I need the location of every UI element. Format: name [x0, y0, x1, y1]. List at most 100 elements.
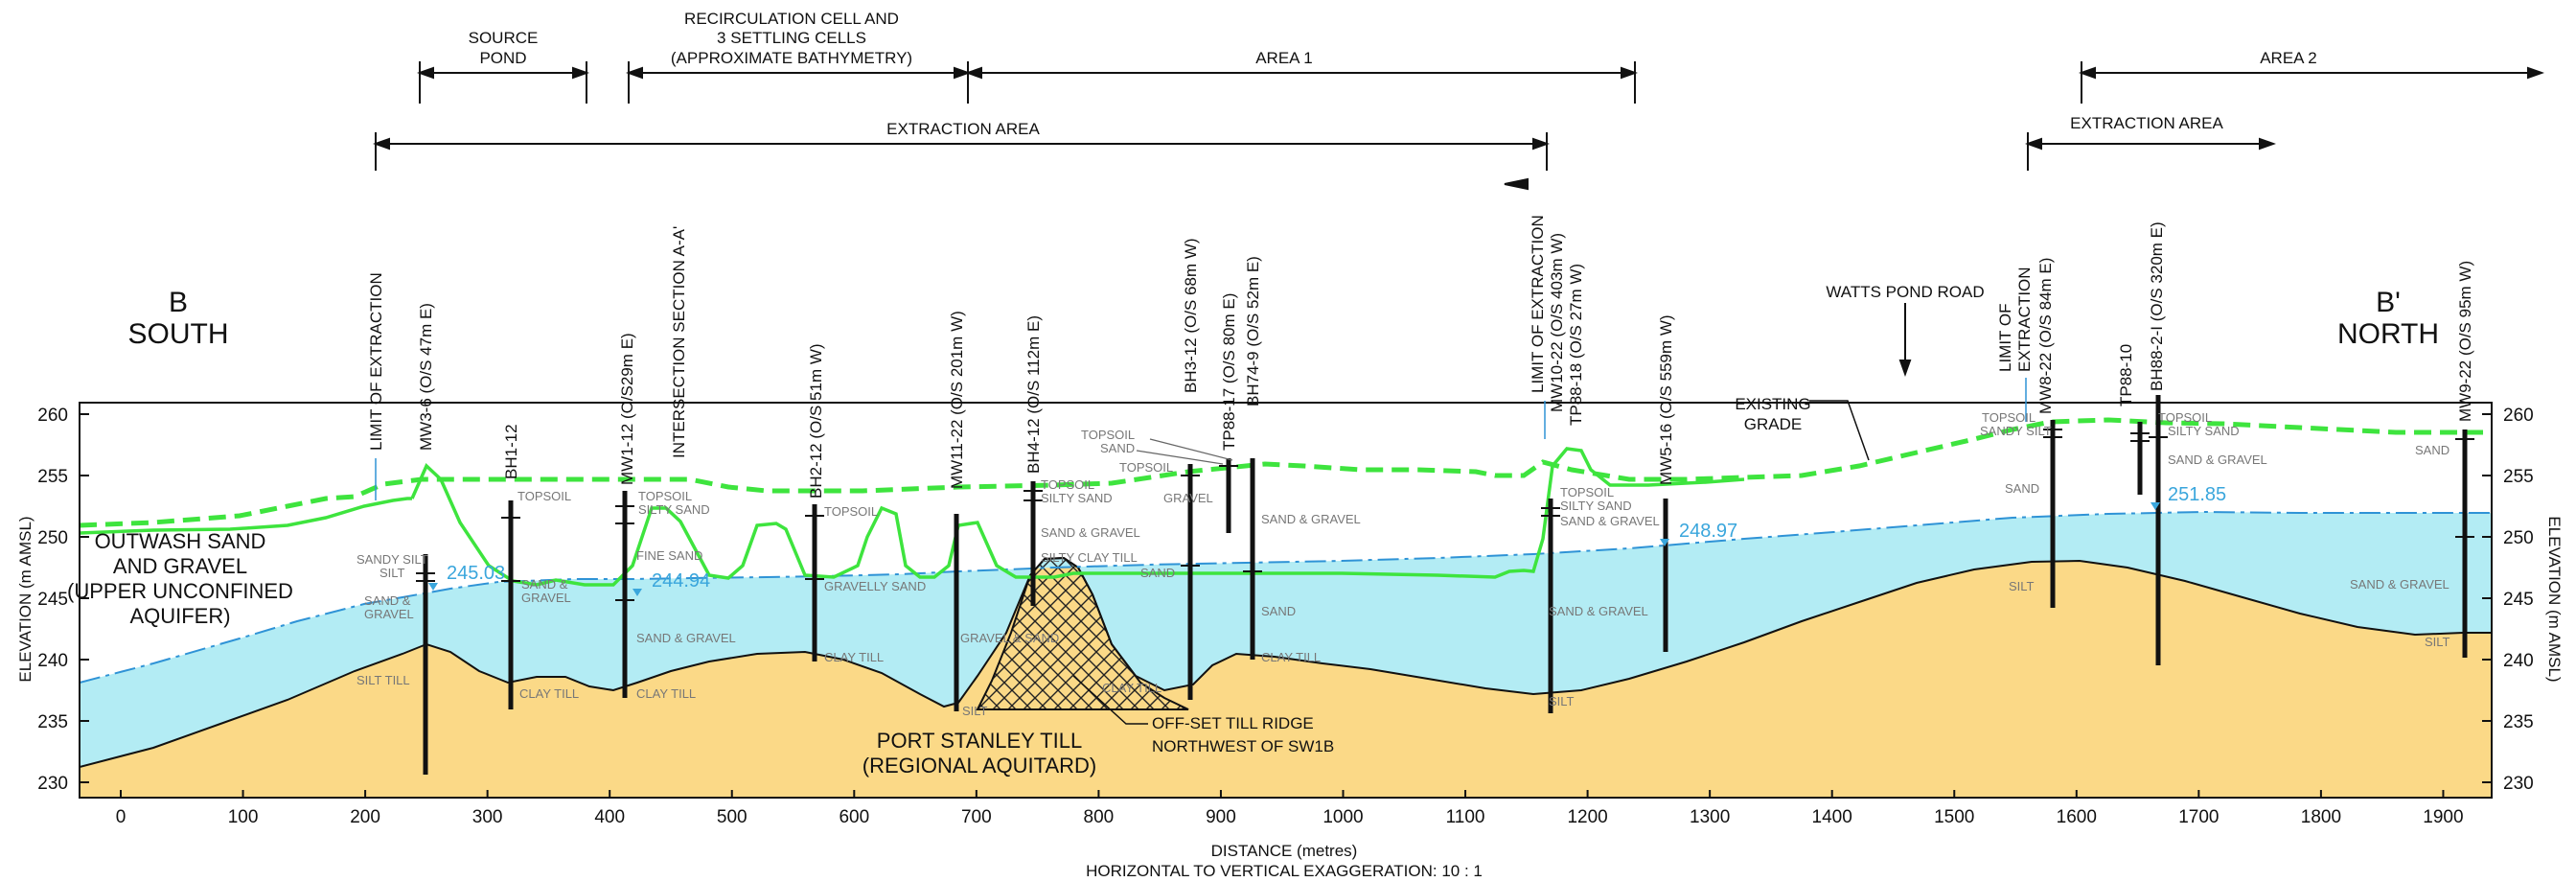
- recirc-label-3: (APPROXIMATE BATHYMETRY): [671, 49, 912, 67]
- well-label-tp88-10: TP88-10: [2117, 344, 2135, 406]
- x-tick-label: 900: [1206, 807, 1236, 827]
- x-tick-label: 1200: [1567, 807, 1607, 827]
- water-level-value: 244.94: [652, 570, 710, 592]
- water-level-triangle: [1660, 539, 1669, 546]
- ridge-leader: [1072, 675, 1148, 725]
- y-tick-label: 235: [2503, 712, 2534, 732]
- y-axis-right-title: ELEVATION (m AMSL): [2545, 516, 2564, 682]
- soil-label: FINE SAND: [636, 548, 702, 563]
- soil-label: GRAVELLY SAND: [824, 579, 926, 593]
- aquifer-fill: [80, 512, 2492, 767]
- ridge-label-1: OFF-SET TILL RIDGE: [1152, 714, 1314, 732]
- soil-label: SAND & GRAVEL: [1041, 525, 1140, 540]
- x-tick-label: 600: [839, 807, 869, 827]
- y-tick-label: 230: [2503, 774, 2534, 794]
- y-axis-left-title: ELEVATION (m AMSL): [16, 516, 34, 682]
- well-label-mw5-16: MW5-16 (O/S 559m W): [1657, 314, 1675, 485]
- well-label-tp88-18: TP88-18 (O/S 27m W): [1567, 264, 1585, 426]
- ridge-label-2: NORTHWEST OF SW1B: [1152, 737, 1334, 755]
- aquifer-label-3: (UPPER UNCONFINED: [67, 579, 293, 603]
- boreholes: [423, 395, 2468, 775]
- recirc-label-2: 3 SETTLING CELLS: [717, 29, 866, 47]
- x-tick-label: 1600: [2057, 807, 2097, 827]
- till-unit-fill: [80, 558, 2492, 798]
- soil-label: GRAVEL: [1163, 491, 1213, 505]
- soil-label: SILTY SAND: [1041, 491, 1113, 505]
- y-tick-label: 250: [37, 528, 68, 548]
- exaggeration-note: HORIZONTAL TO VERTICAL EXAGGERATION: 10 …: [1086, 862, 1483, 880]
- soil-label: SAND & GRAVEL: [2350, 577, 2450, 592]
- soil-label: CLAY TILL: [519, 686, 579, 701]
- borehole-ticks: [416, 429, 2474, 601]
- area2-label: AREA 2: [2260, 49, 2317, 67]
- area1-label: AREA 1: [1255, 49, 1313, 67]
- extraction-area-right-label: EXTRACTION AREA: [2070, 114, 2223, 132]
- soil-label: TOPSOIL: [1081, 428, 1135, 442]
- x-tick-label: 300: [472, 807, 503, 827]
- soil-label: SILTY SAND: [2168, 424, 2240, 438]
- well-label-bh88-2: BH88-2-I (O/S 320m E): [2148, 221, 2166, 391]
- soil-label: SAND &: [364, 593, 411, 608]
- soil-label: GRAVEL & SAND: [960, 631, 1059, 645]
- soil-label: TOPSOIL: [1119, 460, 1173, 475]
- x-tick-label: 400: [594, 807, 625, 827]
- aquifer-label-1: OUTWASH SAND: [95, 529, 266, 553]
- y-tick-label: 240: [2503, 651, 2534, 671]
- water-level-value: 248.97: [1679, 521, 1737, 542]
- section-end-right-letter: B': [2376, 287, 2401, 318]
- recirc-label-1: RECIRCULATION CELL AND: [684, 10, 899, 28]
- y-tick-label: 255: [2503, 467, 2534, 487]
- soil-label: TOPSOIL: [518, 489, 571, 503]
- soil-label: SAND: [1100, 441, 1135, 455]
- x-tick-label: 1500: [1934, 807, 1974, 827]
- section-end-right-dir: NORTH: [2337, 318, 2439, 350]
- section-end-left-letter: B: [169, 287, 188, 318]
- soil-label: SILTY SAND: [638, 502, 710, 517]
- well-label-mw10-22: MW10-22 (O/S 403m W): [1548, 233, 1566, 412]
- soil-label: SILT: [2009, 579, 2035, 593]
- water-level-triangle: [2150, 502, 2160, 510]
- leader-sand: [1136, 450, 1224, 465]
- x-tick-label: 1000: [1322, 807, 1363, 827]
- soil-label: SILT: [2425, 635, 2450, 649]
- soil-label: TOPSOIL: [1560, 485, 1614, 499]
- soil-label: SILT TILL: [356, 673, 410, 687]
- soil-label: SAND & GRAVEL: [2168, 453, 2267, 467]
- soil-label: SANDY SILT: [1980, 424, 2052, 438]
- y-tick-label: 255: [37, 467, 68, 487]
- leader-topsoil: [1149, 438, 1233, 461]
- x-tick-label: 1100: [1446, 807, 1485, 827]
- y-tick-label: 235: [37, 712, 68, 732]
- header-dimensions: [373, 61, 2544, 377]
- x-tick-label: 1400: [1812, 807, 1852, 827]
- x-tick-label: 0: [116, 807, 126, 827]
- water-level-value: 251.85: [2168, 484, 2226, 505]
- soil-label: SAND: [2005, 481, 2039, 496]
- soil-label: CLAY TILL: [1261, 650, 1321, 664]
- x-tick-label: 200: [350, 807, 380, 827]
- y-tick-label: 250: [2503, 528, 2534, 548]
- soil-label: SAND & GRAVEL: [1549, 604, 1648, 618]
- well-label-mw11-22: MW11-22 (O/S 201m W): [948, 311, 966, 489]
- road-label: WATTS POND ROAD: [1826, 283, 1984, 301]
- x-tick-label: 800: [1084, 807, 1115, 827]
- well-label-bh74-9: BH74-9 (O/S 52m E): [1244, 256, 1262, 406]
- existing-grade-leader: [1809, 400, 1870, 461]
- well-label-limit-mid: LIMIT OF EXTRACTION: [1529, 215, 1547, 393]
- soil-label: CLAY TILL: [636, 686, 696, 701]
- soil-label: TOPSOIL: [638, 489, 692, 503]
- well-label-mw1-12: MW1-12 (O/S29m E): [618, 333, 636, 485]
- y-tick-label: 245: [37, 590, 68, 610]
- section-end-left-dir: SOUTH: [128, 318, 229, 350]
- plot-frame: [79, 402, 2493, 799]
- source-pond-label-2: POND: [479, 49, 526, 67]
- well-label-bh1-12: BH1-12: [502, 424, 520, 479]
- soil-label: GRAVEL: [364, 607, 414, 621]
- y-tick-label: 260: [2503, 406, 2534, 426]
- soil-label: SAND & GRAVEL: [1560, 514, 1660, 528]
- aquifer-label-4: AQUIFER): [129, 604, 230, 628]
- soil-label: SAND &: [521, 577, 568, 592]
- soil-labels: SANDY SILT SILT SAND & GRAVEL SILT TILL …: [356, 410, 2450, 718]
